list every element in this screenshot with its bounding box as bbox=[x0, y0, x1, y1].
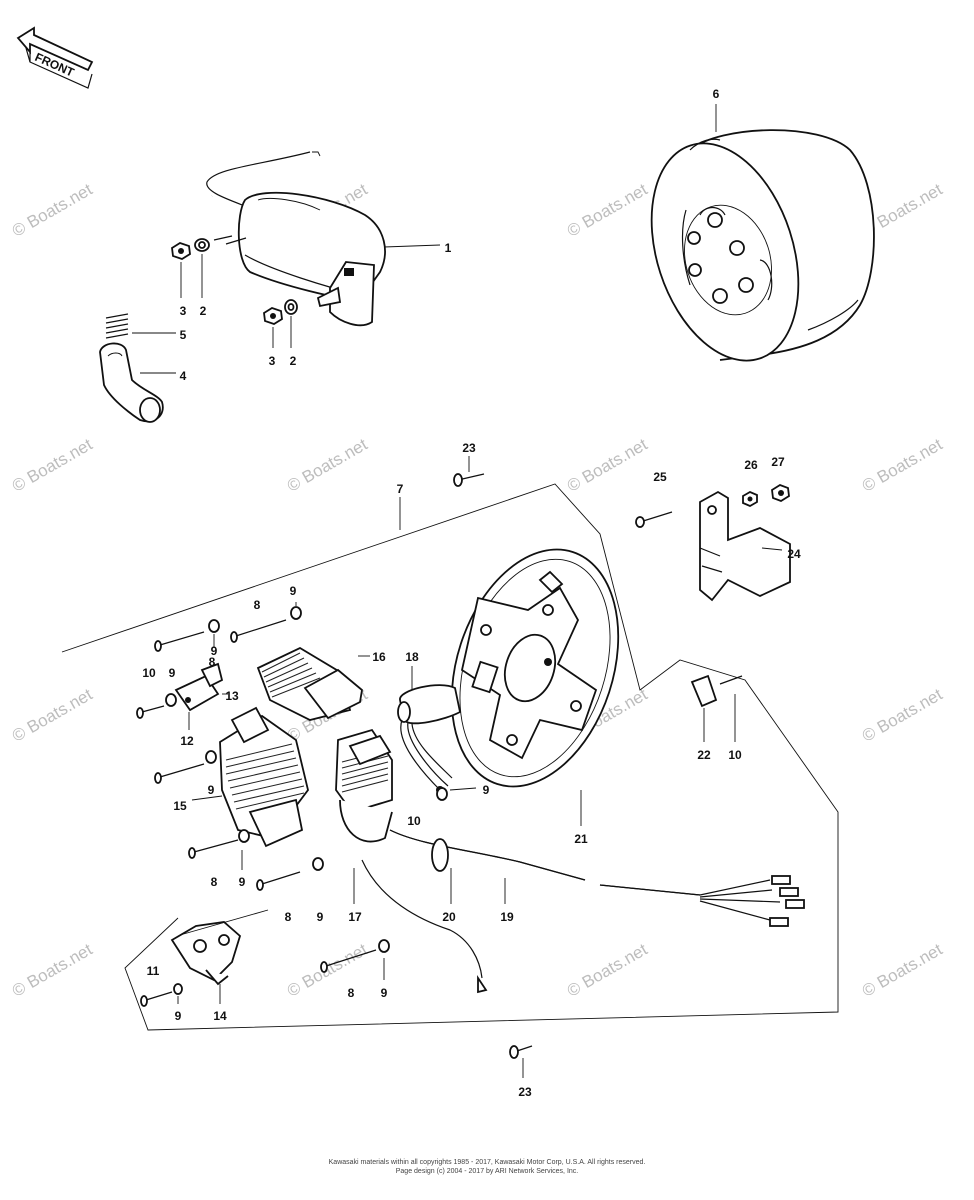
stator-plate bbox=[450, 548, 620, 788]
footer-copyright: Kawasaki materials within all copyrights… bbox=[328, 1159, 646, 1166]
callout-9: 9 bbox=[175, 1009, 182, 1023]
callout-8: 8 bbox=[285, 910, 292, 924]
callout-12: 12 bbox=[180, 734, 194, 748]
callout-18: 18 bbox=[405, 650, 419, 664]
callout-8: 8 bbox=[254, 598, 261, 612]
flywheel-rotor bbox=[650, 129, 875, 362]
callout-9: 9 bbox=[290, 584, 297, 598]
screw-23-top bbox=[453, 473, 485, 487]
nut-26-27 bbox=[742, 484, 790, 508]
callout-19: 19 bbox=[500, 910, 514, 924]
callout-23: 23 bbox=[462, 441, 476, 455]
callout-10: 10 bbox=[728, 748, 742, 762]
callout-8: 8 bbox=[211, 875, 218, 889]
callout-9: 9 bbox=[317, 910, 324, 924]
watermark-text: © Boats.net bbox=[564, 940, 651, 1001]
watermark-text: © Boats.net bbox=[9, 435, 96, 496]
cam-follower-assembly bbox=[170, 909, 269, 986]
callout-8: 8 bbox=[209, 655, 216, 669]
watermark-text: © Boats.net bbox=[284, 940, 371, 1001]
callout-2: 2 bbox=[290, 354, 297, 368]
watermark-text: © Boats.net bbox=[9, 180, 96, 241]
callout-5: 5 bbox=[180, 328, 187, 342]
callout-14: 14 bbox=[213, 1009, 227, 1023]
watermark-text: © Boats.net bbox=[859, 685, 946, 746]
regulator-bracket bbox=[699, 490, 791, 602]
callout-8: 8 bbox=[348, 986, 355, 1000]
watermark-text: © Boats.net bbox=[859, 435, 946, 496]
contact-breaker-points bbox=[174, 662, 224, 712]
callout-3: 3 bbox=[269, 354, 276, 368]
callout-20: 20 bbox=[442, 910, 456, 924]
callout-13: 13 bbox=[225, 689, 239, 703]
nut-washer-set bbox=[171, 235, 298, 325]
ignition-source-coil bbox=[219, 706, 309, 848]
condenser bbox=[397, 684, 462, 794]
callout-9: 9 bbox=[169, 666, 176, 680]
bracket-22 bbox=[690, 674, 743, 708]
watermark-text: © Boats.net bbox=[564, 180, 651, 241]
callout-9: 9 bbox=[381, 986, 388, 1000]
spring-and-plug-cap bbox=[99, 313, 164, 423]
callout-9: 9 bbox=[483, 783, 490, 797]
callout-16: 16 bbox=[372, 650, 386, 664]
screw-23-bottom bbox=[509, 1045, 533, 1059]
callout-21: 21 bbox=[574, 832, 588, 846]
callout-15: 15 bbox=[173, 799, 187, 813]
footer-page-design: Page design (c) 2004 - 2017 by ARI Netwo… bbox=[395, 1168, 579, 1175]
callout-1: 1 bbox=[445, 241, 452, 255]
callout-11: 11 bbox=[147, 964, 160, 978]
callout-10: 10 bbox=[407, 814, 421, 828]
callout-17: 17 bbox=[348, 910, 362, 924]
assembly-boundary bbox=[61, 483, 839, 1031]
watermark-text: © Boats.net bbox=[284, 435, 371, 496]
watermark-text: © Boats.net bbox=[9, 940, 96, 1001]
callout-24: 24 bbox=[787, 547, 801, 561]
callout-25: 25 bbox=[653, 470, 667, 484]
callout-3: 3 bbox=[180, 304, 187, 318]
leader-lines-top bbox=[132, 104, 717, 374]
callout-9: 9 bbox=[208, 783, 215, 797]
callout-9: 9 bbox=[239, 875, 246, 889]
callout-22: 22 bbox=[697, 748, 711, 762]
leader-lines-bottom bbox=[177, 456, 783, 1078]
charging-coil bbox=[256, 646, 393, 843]
wire-harness bbox=[361, 829, 805, 994]
ignition-coil bbox=[116, 151, 386, 327]
callout-26: 26 bbox=[744, 458, 758, 472]
callout-2: 2 bbox=[200, 304, 207, 318]
callout-10: 10 bbox=[142, 666, 156, 680]
screws-and-washers bbox=[136, 606, 448, 1007]
callout-9: 9 bbox=[211, 644, 218, 658]
callout-6: 6 bbox=[713, 87, 720, 101]
watermark-text: © Boats.net bbox=[859, 940, 946, 1001]
bolt-25 bbox=[635, 511, 673, 528]
callout-27: 27 bbox=[771, 455, 785, 469]
callout-4: 4 bbox=[180, 369, 187, 383]
callout-7: 7 bbox=[397, 482, 404, 496]
front-arrow-icon: FRONT bbox=[16, 26, 94, 89]
watermark-text: © Boats.net bbox=[9, 685, 96, 746]
callout-23: 23 bbox=[518, 1085, 532, 1099]
watermark-text: © Boats.net bbox=[564, 435, 651, 496]
